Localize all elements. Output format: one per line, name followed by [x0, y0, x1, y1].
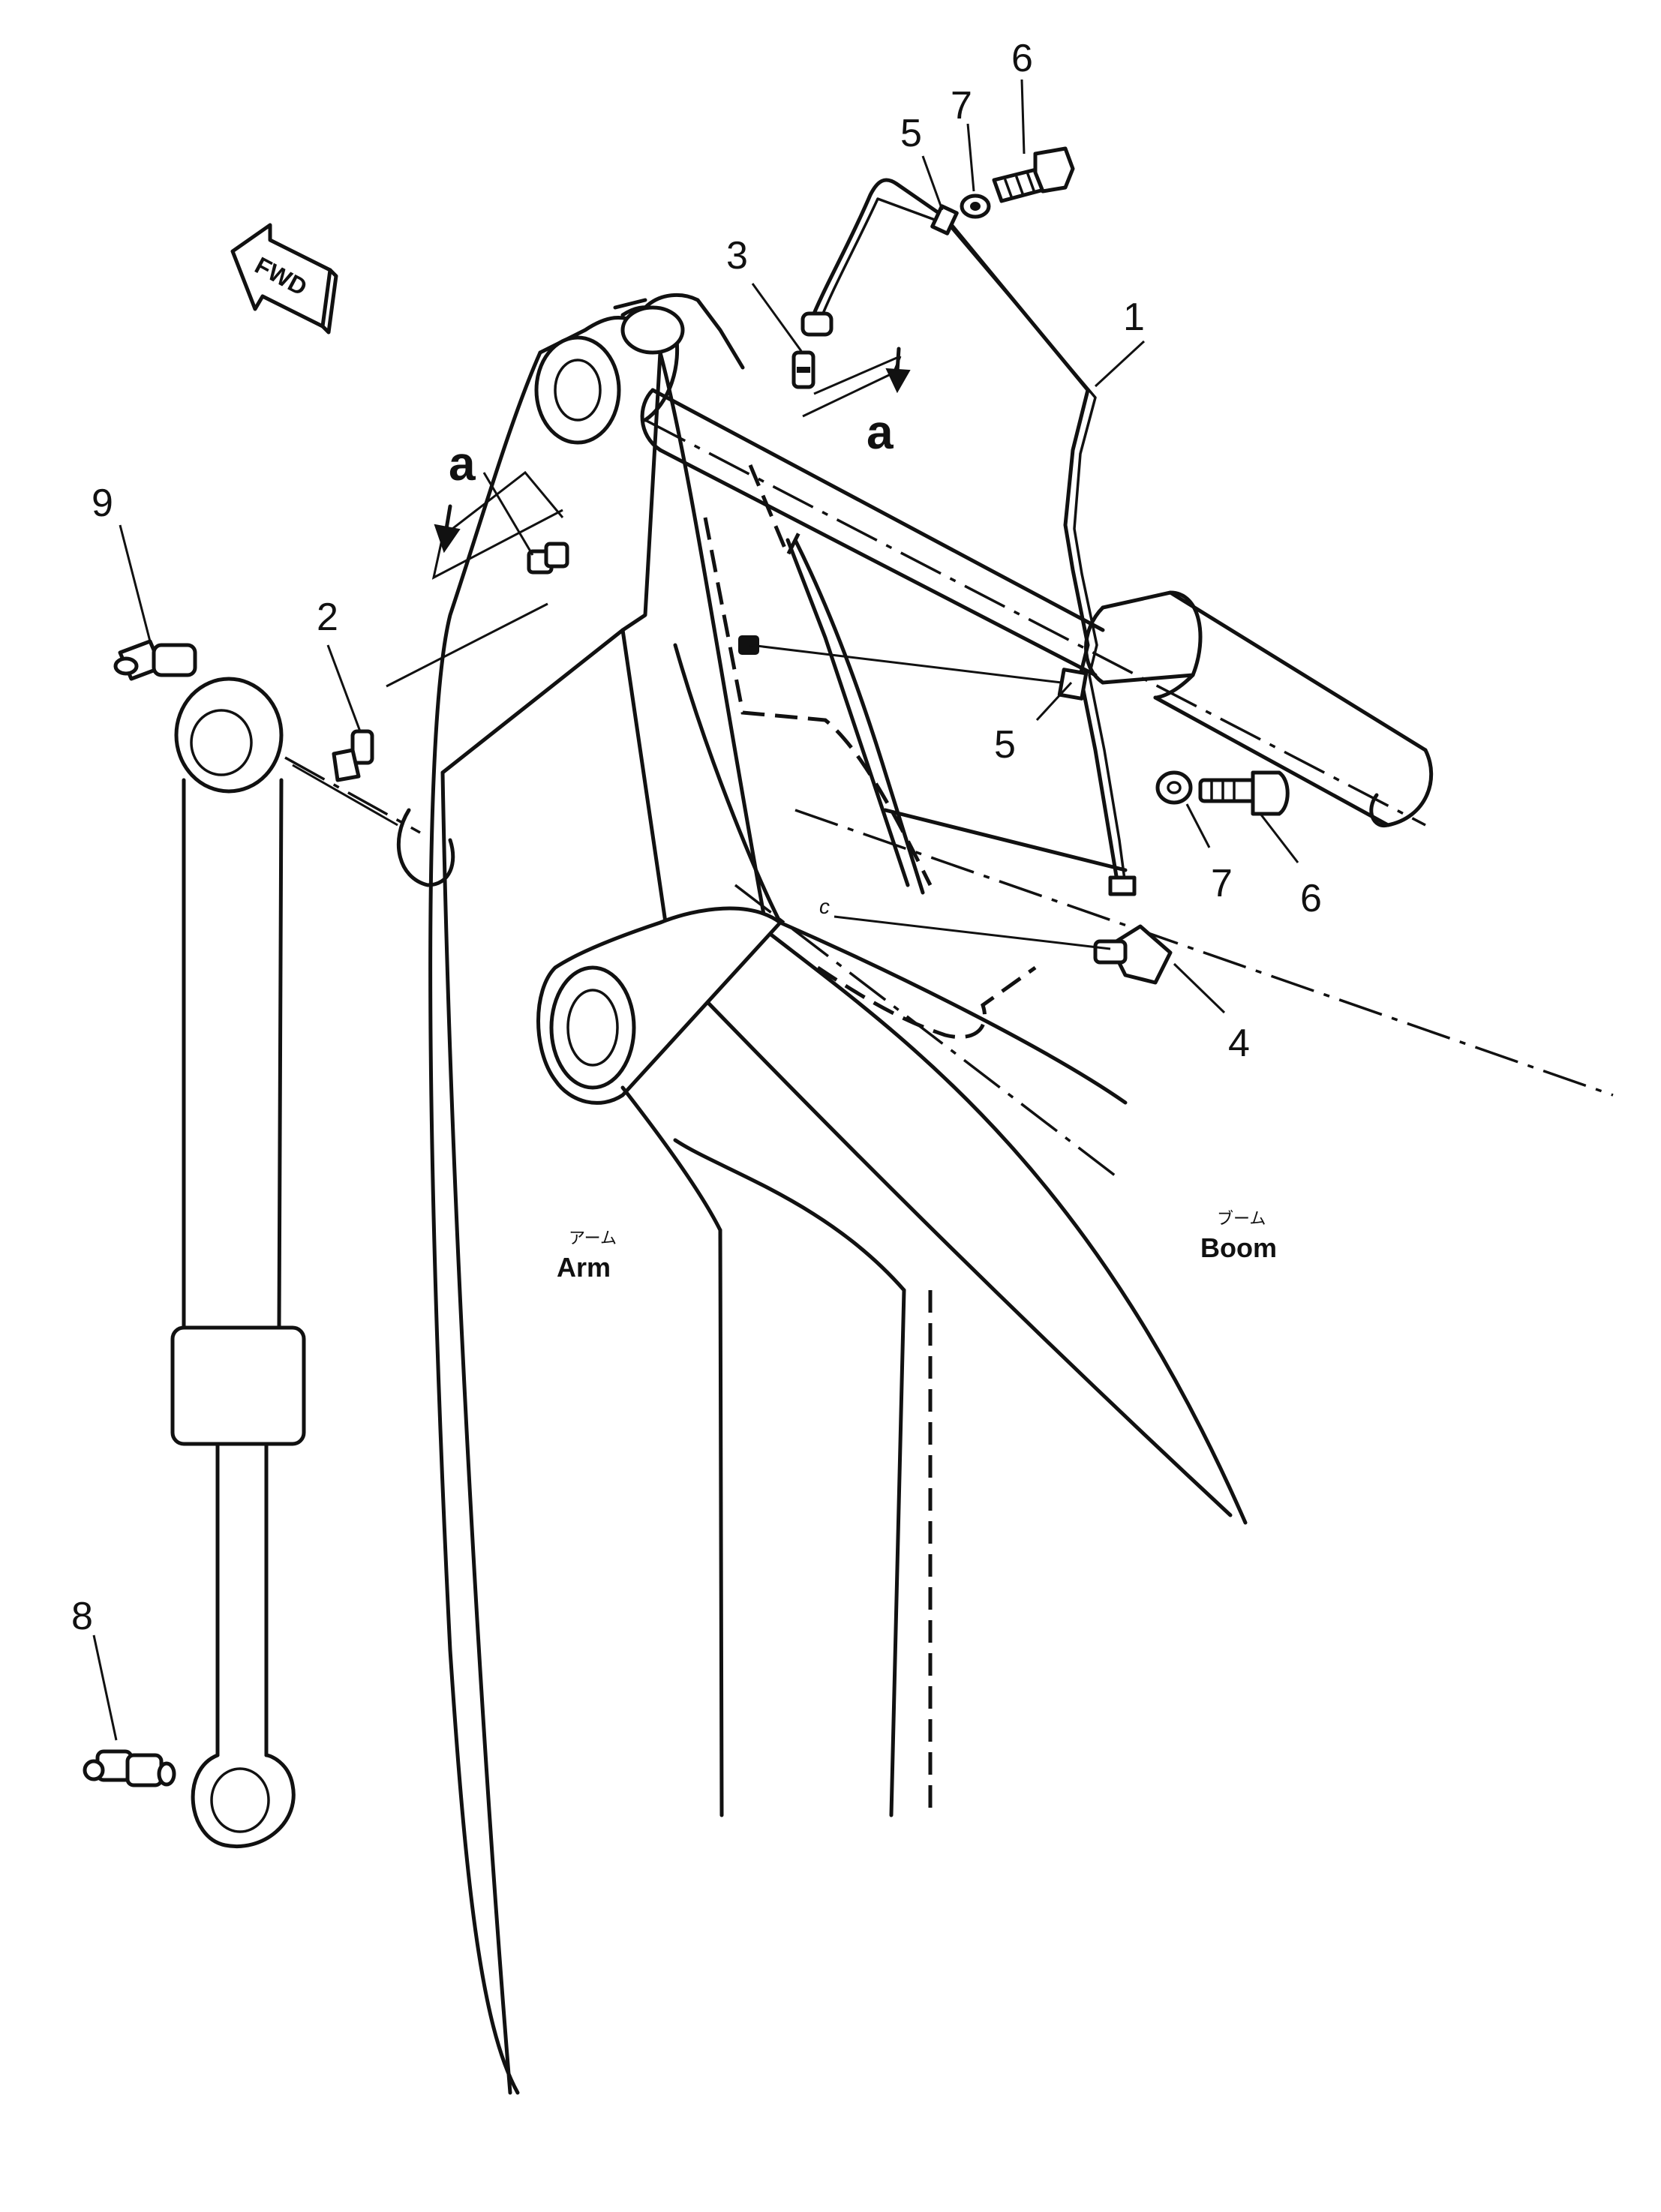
grease-fitting-3 — [791, 350, 815, 389]
arm-label: アーム Arm — [557, 1229, 617, 1283]
bolt-6-top — [992, 146, 1075, 203]
arm-link-rod — [640, 388, 1426, 827]
arm-label-en: Arm — [557, 1252, 611, 1283]
arm-top-boss — [536, 906, 1128, 1292]
boom-label-jp: ブーム — [1217, 1210, 1266, 1229]
callout-6-top: 6 — [1011, 37, 1033, 80]
boom-label-en: Boom — [1200, 1232, 1277, 1263]
leader-lines — [92, 79, 1299, 1741]
bolt-6-lower — [1198, 770, 1290, 816]
arm-label-jp: アーム — [569, 1229, 617, 1248]
grease-fitting-9 — [113, 639, 197, 681]
callout-numbers: 1 2 3 4 5 5 6 6 7 7 8 9 — [71, 37, 1322, 1638]
callout-5-top: 5 — [900, 112, 922, 155]
grease-fitting-8 — [83, 1749, 176, 1787]
fwd-arrow-icon: FWD — [230, 223, 338, 335]
callout-8: 8 — [71, 1595, 93, 1638]
boom-cylinder — [1084, 590, 1434, 828]
bucket-cylinder — [170, 677, 421, 1848]
callout-3: 3 — [726, 234, 748, 278]
grease-pipe — [800, 178, 1137, 896]
view-letter-a-right: a — [867, 405, 894, 459]
callout-1: 1 — [1123, 296, 1145, 339]
view-letter-c: c — [819, 895, 830, 918]
arm-body — [396, 293, 933, 2095]
view-a-fitting — [527, 542, 569, 575]
callout-7-lower: 7 — [1211, 862, 1233, 905]
callout-6-lower: 6 — [1300, 877, 1322, 920]
callout-9: 9 — [92, 482, 113, 525]
grease-fitting-2 — [332, 729, 374, 782]
grease-fitting-4 — [1093, 924, 1173, 985]
washer-7-top — [960, 194, 991, 219]
washer-7-lower — [1155, 770, 1193, 805]
view-arrow-a-right: a — [867, 347, 911, 459]
view-arrow-a-left: a — [434, 437, 476, 554]
boom-body — [643, 808, 1614, 1525]
view-letter-a-left: a — [449, 437, 476, 491]
callout-2: 2 — [317, 596, 338, 639]
boom-label: ブーム Boom — [1200, 1210, 1277, 1263]
callout-7-top: 7 — [951, 84, 972, 128]
callout-5-lower: 5 — [994, 723, 1016, 767]
callout-4: 4 — [1228, 1022, 1250, 1065]
